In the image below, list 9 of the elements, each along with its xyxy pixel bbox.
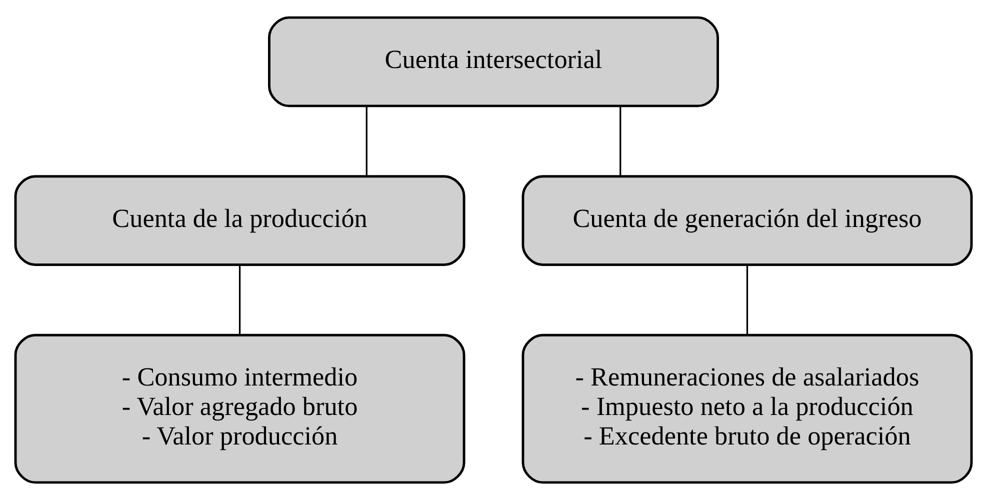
connector bbox=[620, 106, 622, 176]
node-box: Cuenta de generación del ingreso bbox=[522, 175, 973, 266]
node-box: Cuenta de la producción bbox=[14, 175, 466, 266]
connector bbox=[238, 265, 241, 336]
connector bbox=[746, 265, 748, 336]
node-box: - Consumo intermedio - Valor agregado bruto - Valor producción bbox=[14, 334, 466, 484]
node-box: Cuenta intersectorial bbox=[268, 16, 719, 108]
connector bbox=[366, 106, 368, 176]
node-box: - Remuneraciones de asalariados - Impuesto neto a la producción - Excedente bruto de operación bbox=[522, 334, 973, 484]
